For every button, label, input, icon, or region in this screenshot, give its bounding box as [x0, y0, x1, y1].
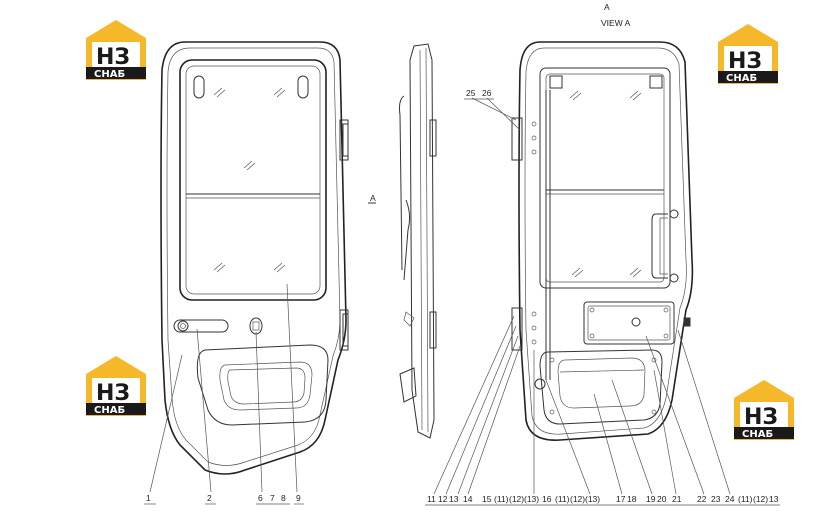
- logo-letters: НЗ: [96, 381, 130, 406]
- callout-p13-a: (13): [524, 494, 539, 504]
- logo-watermark-3: НЗ СНАБ: [86, 356, 146, 416]
- logo-caption: СНАБ: [726, 73, 757, 84]
- callout-8: 8: [281, 493, 286, 503]
- view-title: VIEW A: [601, 18, 631, 28]
- callout-p12-b: (12): [570, 494, 585, 504]
- callout-13: 13: [449, 494, 459, 504]
- callout-p12-c: (12): [753, 494, 768, 504]
- callout-p13-b: (13): [585, 494, 600, 504]
- rear-door-view: [511, 41, 694, 441]
- callout-19: 19: [646, 494, 656, 504]
- logo-letters: НЗ: [744, 405, 778, 430]
- logo-watermark-1: НЗ СНАБ: [86, 20, 146, 80]
- view-section-mark: A: [604, 2, 610, 12]
- callout-25: 25: [466, 88, 476, 98]
- callout-26: 26: [482, 88, 492, 98]
- callout-underlines: [144, 98, 780, 506]
- front-callouts: 1 2 6 7 8 9: [146, 493, 301, 503]
- callout-21: 21: [672, 494, 682, 504]
- side-section-mark: A: [370, 193, 376, 203]
- callout-p12-a: (12): [509, 494, 524, 504]
- logo-caption: СНАБ: [742, 429, 773, 440]
- leader-lines: [149, 97, 731, 495]
- logo-caption: СНАБ: [94, 69, 125, 80]
- view-bottom-callouts: 11 12 13 14 15 (11) (12) (13) 16 (11) (1…: [427, 494, 779, 504]
- front-door-view: [160, 41, 349, 475]
- callout-13-c: 13: [769, 494, 779, 504]
- callout-9: 9: [296, 493, 301, 503]
- callout-7: 7: [270, 493, 275, 503]
- logo-caption: СНАБ: [94, 405, 125, 416]
- logo-letters: НЗ: [96, 45, 130, 70]
- callout-6: 6: [258, 493, 263, 503]
- callout-p11-a: (11): [494, 494, 509, 504]
- logo-watermark-4: НЗ СНАБ: [734, 380, 794, 440]
- side-door-view: [399, 43, 437, 439]
- callout-16: 16: [542, 494, 552, 504]
- view-top-callouts: 25 26: [466, 88, 492, 98]
- logo-letters: НЗ: [728, 49, 762, 74]
- callout-20: 20: [657, 494, 667, 504]
- callout-15: 15: [482, 494, 492, 504]
- callout-22: 22: [697, 494, 707, 504]
- callout-p11-c: (11): [738, 494, 753, 504]
- callout-17: 17: [616, 494, 626, 504]
- callout-14: 14: [463, 494, 473, 504]
- callout-11: 11: [427, 494, 436, 504]
- callout-18: 18: [627, 494, 637, 504]
- callout-2: 2: [207, 493, 212, 503]
- callout-24: 24: [725, 494, 735, 504]
- logo-watermark-2: НЗ СНАБ: [718, 24, 778, 84]
- callout-p11-b: (11): [555, 494, 570, 504]
- callout-12: 12: [438, 494, 448, 504]
- callout-23: 23: [711, 494, 721, 504]
- callout-1: 1: [146, 493, 151, 503]
